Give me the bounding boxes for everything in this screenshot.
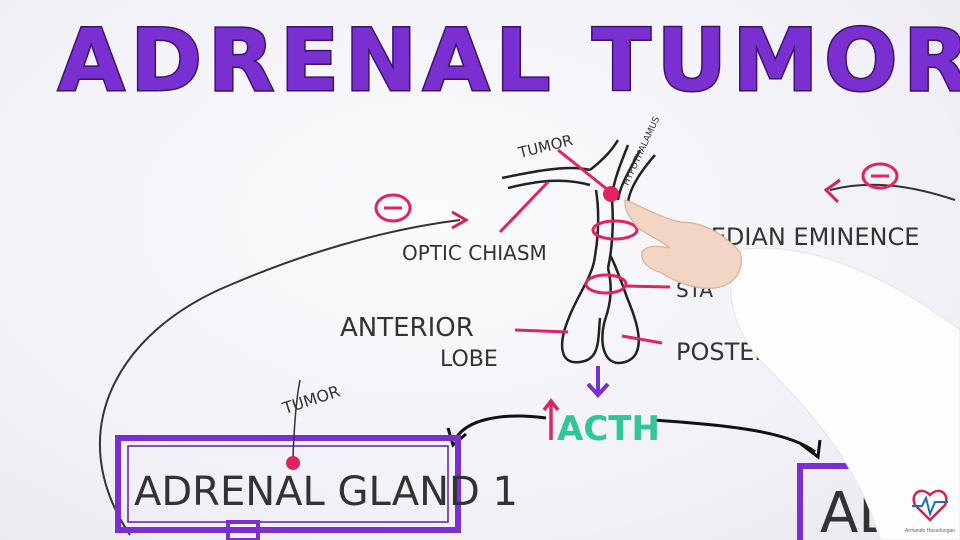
label-anterior: ANTERIOR xyxy=(340,313,474,343)
label-hypothalamus: HYPOTHALAMUS xyxy=(622,115,663,187)
feedback-curve-right xyxy=(829,183,956,201)
adrenal-gland-1-box xyxy=(115,435,461,533)
feedback-arrow-left xyxy=(451,210,470,230)
logo-text: Armando Hasudungan xyxy=(905,528,955,534)
acth-up-arrow xyxy=(542,398,560,440)
tumor-dot-adrenal xyxy=(286,456,300,470)
label-lobe: LOBE xyxy=(440,347,498,372)
label-tumor-left: TUMOR xyxy=(279,382,342,419)
feedback-arrow-right xyxy=(823,178,841,204)
adrenal-gland-1-inner xyxy=(127,445,449,523)
inhibition-sign-right xyxy=(861,162,899,190)
acth-label: ACTH xyxy=(557,409,660,449)
adrenal-gland-1-stem xyxy=(226,520,260,540)
feedback-curve-left xyxy=(98,219,461,536)
label-optic-chiasm: OPTIC CHIASM xyxy=(402,241,547,265)
inhibition-sign-left xyxy=(374,193,412,223)
diagram-markers xyxy=(498,148,671,345)
tumor-dot-pituitary xyxy=(603,186,619,202)
title: ADRENAL TUMORS xyxy=(58,11,960,111)
tumor-pointer-line xyxy=(292,379,301,459)
acth-branches xyxy=(446,414,822,460)
channel-logo: Armando Hasudungan xyxy=(905,489,955,534)
down-arrow xyxy=(586,366,610,398)
presenter-arm xyxy=(624,199,960,540)
label-adrenal-gland-1: ADRENAL GLAND 1 xyxy=(134,469,518,515)
